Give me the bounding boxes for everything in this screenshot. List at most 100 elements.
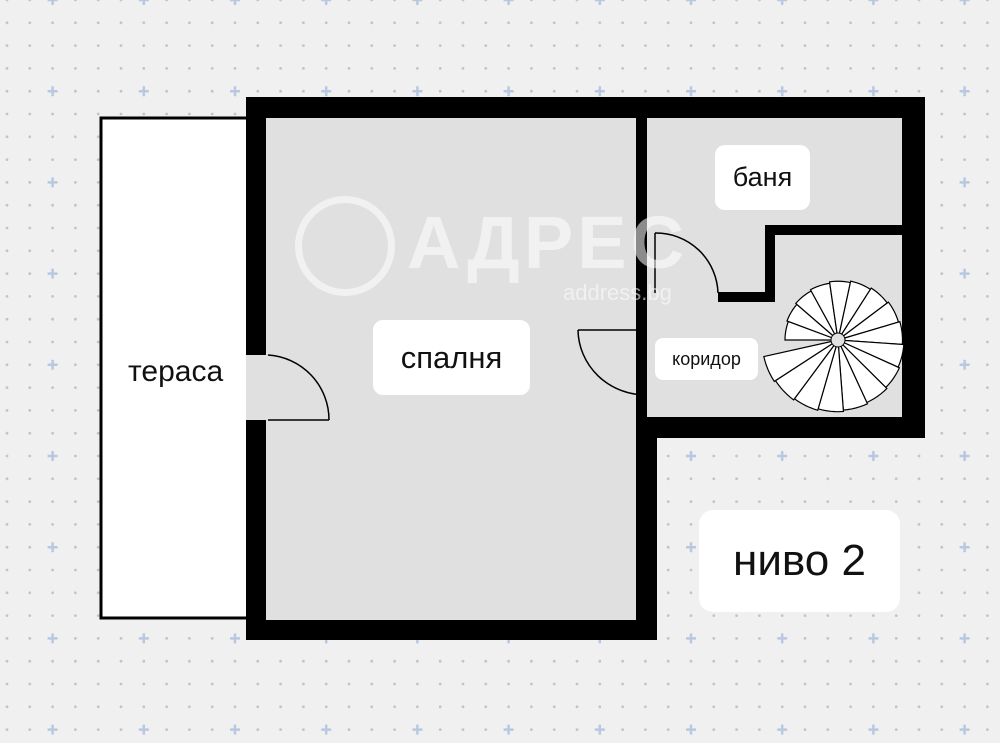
grid-dot <box>872 500 875 503</box>
grid-dot <box>598 705 602 709</box>
grid-dot <box>119 682 123 686</box>
grid-cross <box>230 724 240 735</box>
grid-dot <box>96 705 100 709</box>
grid-dot <box>484 659 488 663</box>
grid-dot <box>438 89 442 93</box>
grid-dot <box>644 89 647 93</box>
grid-dot <box>96 386 100 389</box>
grid-dot <box>28 340 32 344</box>
stair-step <box>793 339 839 412</box>
grid-dot <box>370 705 374 709</box>
grid-dot <box>5 317 9 321</box>
grid-dot <box>74 431 77 435</box>
grid-dot <box>712 477 716 481</box>
grid-dot <box>986 591 989 595</box>
grid-dot <box>96 21 100 25</box>
grid-dot <box>165 682 169 686</box>
grid-cross <box>594 0 605 5</box>
grid-dot <box>530 728 533 731</box>
grid-dot <box>5 112 9 116</box>
grid-dot <box>74 272 77 275</box>
stair-step <box>837 301 900 341</box>
grid-dot <box>28 454 32 458</box>
grid-cross <box>503 0 514 5</box>
grid-dot <box>894 682 898 686</box>
grid-dot <box>5 545 9 549</box>
grid-dot <box>803 67 807 70</box>
grid-cross <box>503 724 514 735</box>
grid-dot <box>165 637 169 640</box>
grid-dot <box>803 500 807 503</box>
grid-dot <box>5 637 9 640</box>
grid-dot <box>826 637 830 640</box>
grid-dot <box>940 363 944 367</box>
grid-dot <box>210 44 214 47</box>
grid-dot <box>96 317 100 321</box>
grid-dot <box>393 659 396 663</box>
grid-dot <box>963 158 966 162</box>
grid-dot <box>507 21 510 25</box>
grid-dot <box>324 705 328 709</box>
grid-dot <box>803 659 807 663</box>
grid-cross <box>686 451 696 461</box>
grid-dot <box>370 0 374 2</box>
grid-dot <box>689 477 693 481</box>
grid-dot <box>758 659 761 663</box>
grid-dot <box>302 728 305 731</box>
grid-dot <box>940 614 944 617</box>
grid-dot <box>530 705 533 709</box>
grid-dot <box>666 67 670 70</box>
grid-dot <box>28 21 32 25</box>
grid-dot <box>324 67 328 70</box>
grid-dot <box>393 728 396 731</box>
grid-cross <box>230 86 240 97</box>
grid-dot <box>826 500 830 503</box>
grid-dot <box>917 67 921 70</box>
grid-dot <box>210 89 214 93</box>
grid-dot <box>849 454 852 458</box>
grid-dot <box>986 340 989 344</box>
grid-dot <box>963 431 966 435</box>
grid-dot <box>28 317 32 321</box>
grid-dot <box>74 340 77 344</box>
grid-dot <box>940 637 944 640</box>
grid-dot <box>210 682 214 686</box>
grid-dot <box>826 659 830 663</box>
grid-dot <box>666 682 670 686</box>
grid-dot <box>917 89 921 93</box>
grid-dot <box>74 545 77 549</box>
grid-dot <box>51 295 54 298</box>
grid-dot <box>530 44 533 47</box>
grid-dot <box>51 591 54 595</box>
grid-cross <box>959 724 970 735</box>
grid-dot <box>28 89 32 93</box>
grid-dot <box>758 0 761 2</box>
grid-cross <box>138 86 149 97</box>
grid-dot <box>96 614 100 617</box>
terrace-door-opening <box>246 355 266 420</box>
grid-dot <box>712 454 716 458</box>
grid-dot <box>74 67 77 70</box>
grid-dot <box>826 44 830 47</box>
grid-dot <box>666 614 670 617</box>
grid-dot <box>666 454 670 458</box>
grid-cross <box>686 86 696 97</box>
grid-dot <box>940 317 944 321</box>
grid-dot <box>894 637 898 640</box>
grid-dot <box>552 0 556 2</box>
grid-cross <box>868 86 879 97</box>
grid-dot <box>552 728 556 731</box>
grid-dot <box>5 705 9 709</box>
grid-dot <box>826 705 830 709</box>
grid-dot <box>894 477 898 481</box>
grid-dot <box>210 21 214 25</box>
grid-cross <box>959 451 970 461</box>
grid-dot <box>51 500 54 503</box>
grid-dot <box>51 340 54 344</box>
grid-dot <box>74 363 77 367</box>
grid-cross <box>47 724 58 735</box>
grid-cross <box>959 359 970 370</box>
grid-dot <box>621 659 624 663</box>
grid-dot <box>210 112 214 116</box>
grid-dot <box>28 67 32 70</box>
